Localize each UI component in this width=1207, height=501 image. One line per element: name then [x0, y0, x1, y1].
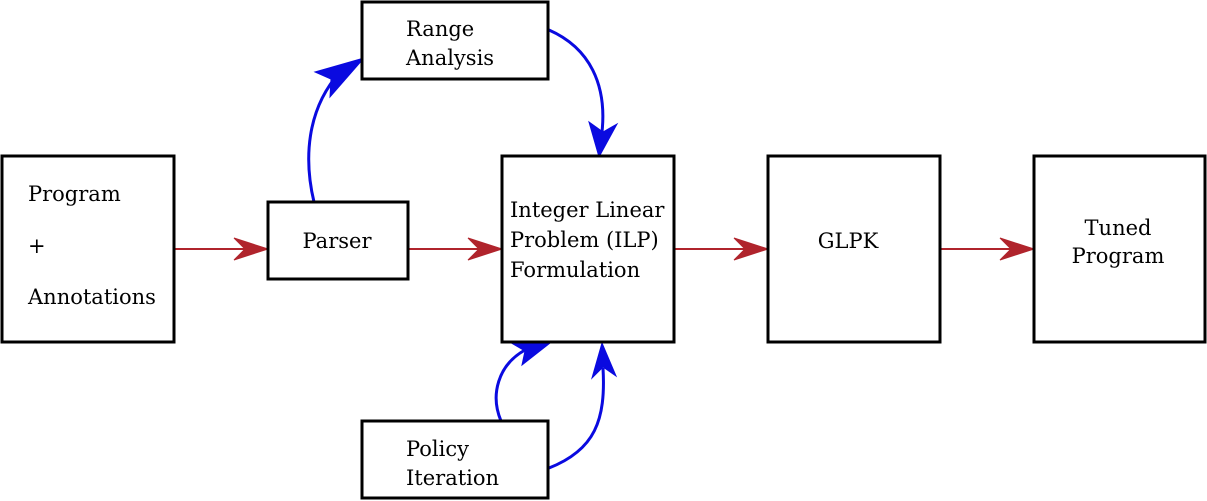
arrowhead-parser-to-ilp [467, 237, 504, 261]
node-ilp-line1: Integer Linear [510, 198, 665, 222]
node-program-line2: + [28, 234, 46, 258]
arrowhead-policy-to-ilp-left [511, 342, 552, 367]
node-glpk: GLPK [766, 154, 942, 344]
node-range-line1: Range [406, 17, 474, 41]
node-range-analysis: Range Analysis [360, 0, 550, 81]
edge-policy-to-ilp-left [494, 348, 526, 422]
node-program-line1: Program [28, 182, 121, 206]
node-parser-label: Parser [303, 229, 373, 253]
node-ilp: Integer Linear Problem (ILP) Formulation [500, 154, 676, 344]
node-policy-line2: Iteration [406, 466, 499, 490]
edge-range-to-ilp [548, 28, 605, 133]
node-policy-line1: Policy [406, 437, 469, 461]
node-policy-box [360, 419, 550, 500]
arrowhead-ilp-to-glpk [733, 237, 770, 261]
node-range-box [360, 0, 550, 81]
node-glpk-box [766, 154, 942, 344]
node-ilp-box [500, 154, 676, 344]
node-program: Program + Annotations [0, 154, 176, 344]
edge-policy-to-ilp-right [548, 367, 605, 470]
node-ilp-line2: Problem (ILP) [510, 228, 659, 252]
node-parser-box [266, 200, 410, 281]
arrowhead-program-to-parser [233, 237, 270, 261]
node-range-line2: Analysis [405, 46, 494, 70]
arrowhead-policy-to-ilp-right [590, 341, 618, 380]
node-tuned-program: Tuned Program [1032, 154, 1207, 344]
node-ilp-line3: Formulation [510, 258, 640, 282]
node-policy-iteration: Policy Iteration [360, 419, 550, 500]
node-glpk-label: GLPK [818, 229, 879, 253]
node-tuned-line2: Program [1072, 244, 1165, 268]
arrowhead-glpk-to-tuned [999, 237, 1036, 261]
arrowhead-parser-to-range [313, 57, 366, 99]
auxiliary-edges [307, 28, 619, 470]
edge-parser-to-range [307, 71, 342, 203]
primary-edges [175, 237, 1036, 261]
node-program-box [0, 154, 176, 344]
arrowhead-range-to-ilp [588, 120, 619, 159]
node-tuned-line1: Tuned [1085, 216, 1152, 240]
node-tuned-box [1032, 154, 1207, 344]
node-parser: Parser [266, 200, 410, 281]
node-program-line3: Annotations [27, 285, 156, 309]
